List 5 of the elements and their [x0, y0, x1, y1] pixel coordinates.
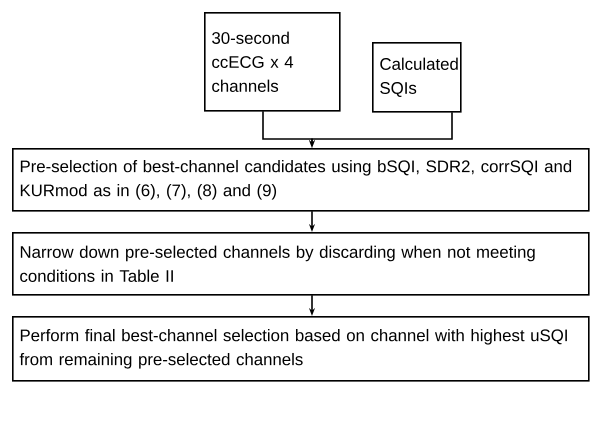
- process-box: Narrow down pre-selected channels by discarding when not meeting conditions in Table II: [12, 232, 590, 296]
- process-box: Calculated SQIs: [372, 42, 462, 113]
- process-box: Perform final best-channel selection based on channel with highest uSQI from remaining pre-selected channels: [12, 316, 590, 382]
- process-box: 30-second ccECG x 4 channels: [204, 12, 341, 112]
- process-box: Pre-selection of best-channel candidates using bSQI, SDR2, corrSQI and KURmod as in (6), (7), (8) and (9): [12, 148, 590, 212]
